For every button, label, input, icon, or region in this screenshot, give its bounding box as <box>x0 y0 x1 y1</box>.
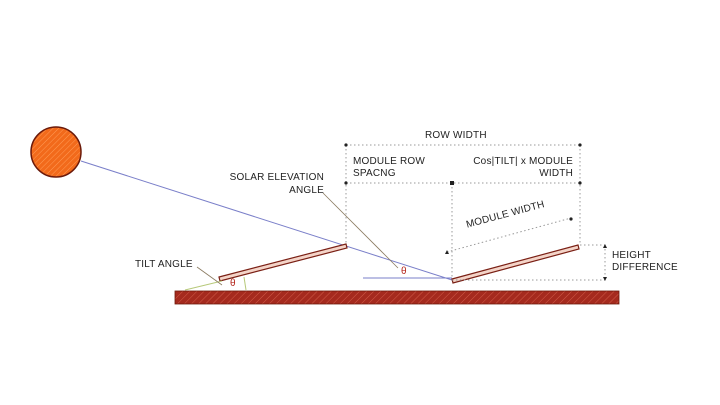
solar-elevation-leader <box>322 192 399 269</box>
cos-tilt-label-2: WIDTH <box>539 168 573 179</box>
cos-tilt-label-1: Cos|TILT| x MODULE <box>473 156 573 167</box>
solar-panel-2 <box>451 244 580 284</box>
row-width-label: ROW WIDTH <box>425 130 487 141</box>
height-difference-label-1: HEIGHT <box>612 250 651 261</box>
module-row-spacing-label-1: MODULE ROW <box>353 156 425 167</box>
module-row-spacing-label-2: SPACNG <box>353 168 396 179</box>
tilt-angle-arc <box>243 276 247 291</box>
tilt-angle-ray <box>184 280 223 291</box>
dimension-arrowheads <box>344 143 607 281</box>
solar-elevation-label-1: SOLAR ELEVATION <box>229 172 324 183</box>
elevation-theta-symbol: θ <box>401 266 407 277</box>
ground <box>174 290 620 305</box>
dimension-lines <box>345 144 606 281</box>
tilt-theta-symbol: θ <box>230 278 236 289</box>
height-difference-label-2: DIFFERENCE <box>612 262 678 273</box>
tilt-angle-label: TILT ANGLE <box>135 259 193 270</box>
solar-panel-1 <box>218 243 348 282</box>
solar-elevation-label-2: ANGLE <box>289 185 324 196</box>
sun-icon <box>30 126 82 178</box>
tilt-angle-leader <box>196 266 223 286</box>
